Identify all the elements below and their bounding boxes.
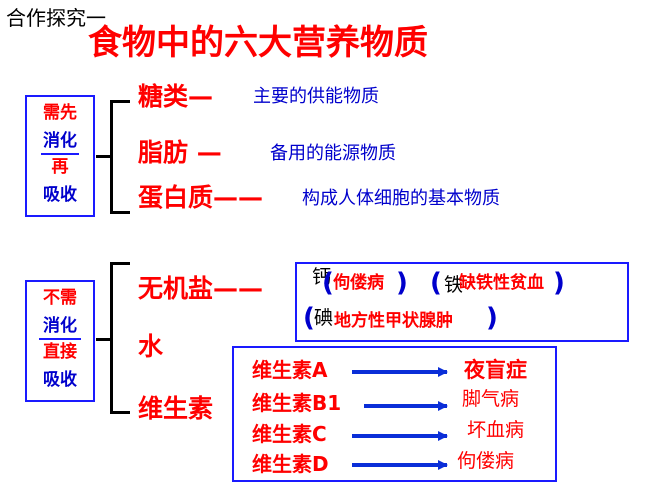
group2-label-line3: 直接 [43, 342, 77, 362]
vitamin-b1: 维生素B1 [252, 391, 342, 415]
fat-desc: 备用的能源物质 [270, 143, 396, 164]
vitamin-c-disease: 坏血病 [467, 419, 525, 441]
iodine-disease: 地方性甲状腺肿 [334, 311, 453, 331]
nutrient-protein: 蛋白质—— [138, 183, 264, 212]
group2-label-line4: 吸收 [43, 370, 77, 390]
iodine-paren-close: ) [486, 303, 498, 333]
group1-bracket-stub [96, 155, 112, 158]
group1-label-underline [41, 153, 79, 155]
vitamins-box [232, 346, 557, 482]
slide-subtitle: 合作探究一 [6, 6, 106, 30]
vitamin-a: 维生素A [252, 358, 328, 382]
calcium-paren-open: ( [322, 268, 334, 298]
vitamin-d: 维生素D [252, 452, 329, 476]
iron-paren-open: ( [430, 268, 442, 298]
group1-label-box: 需先 消化 再 吸收 [25, 95, 95, 217]
carbohydrate-desc: 主要的供能物质 [253, 86, 379, 107]
slide-title: 食物中的六大营养物质 [88, 23, 428, 63]
group2-label-underline [39, 338, 81, 340]
protein-desc: 构成人体细胞的基本物质 [302, 188, 500, 209]
vitamin-b1-disease: 脚气病 [462, 388, 520, 410]
calcium-disease: 佝偻病 [333, 273, 384, 293]
group1-label-line1: 需先 [43, 103, 77, 123]
iron-disease: 缺铁性贫血 [459, 273, 544, 293]
group1-label-line4: 吸收 [43, 185, 77, 205]
group2-label-line2: 消化 [43, 316, 77, 336]
mineral-calcium: 钙 [312, 266, 332, 288]
minerals-box [295, 262, 629, 342]
nutrient-carbohydrate: 糖类— [138, 82, 214, 111]
group1-label-line3: 再 [51, 157, 69, 177]
calcium-paren-close: ) [396, 268, 408, 298]
group1-label-line2: 消化 [43, 131, 77, 151]
vitamin-c: 维生素C [252, 422, 327, 446]
iron-paren-close: ) [553, 268, 565, 298]
mineral-iodine: 碘 [314, 307, 334, 329]
vitamin-d-disease: 佝偻病 [457, 450, 515, 472]
mineral-iron: 铁 [444, 274, 464, 296]
nutrient-minerals: 无机盐—— [138, 274, 264, 303]
group2-bracket-stub [96, 338, 112, 341]
vitamin-a-disease: 夜盲症 [464, 358, 527, 382]
nutrient-vitamins: 维生素 [138, 394, 214, 423]
nutrient-water: 水 [138, 332, 164, 361]
iodine-paren-open: ( [303, 303, 315, 333]
group2-label-line1: 不需 [43, 288, 77, 308]
nutrient-fat: 脂肪 — [138, 138, 222, 167]
group2-label-box: 不需 消化 直接 吸收 [25, 280, 95, 402]
